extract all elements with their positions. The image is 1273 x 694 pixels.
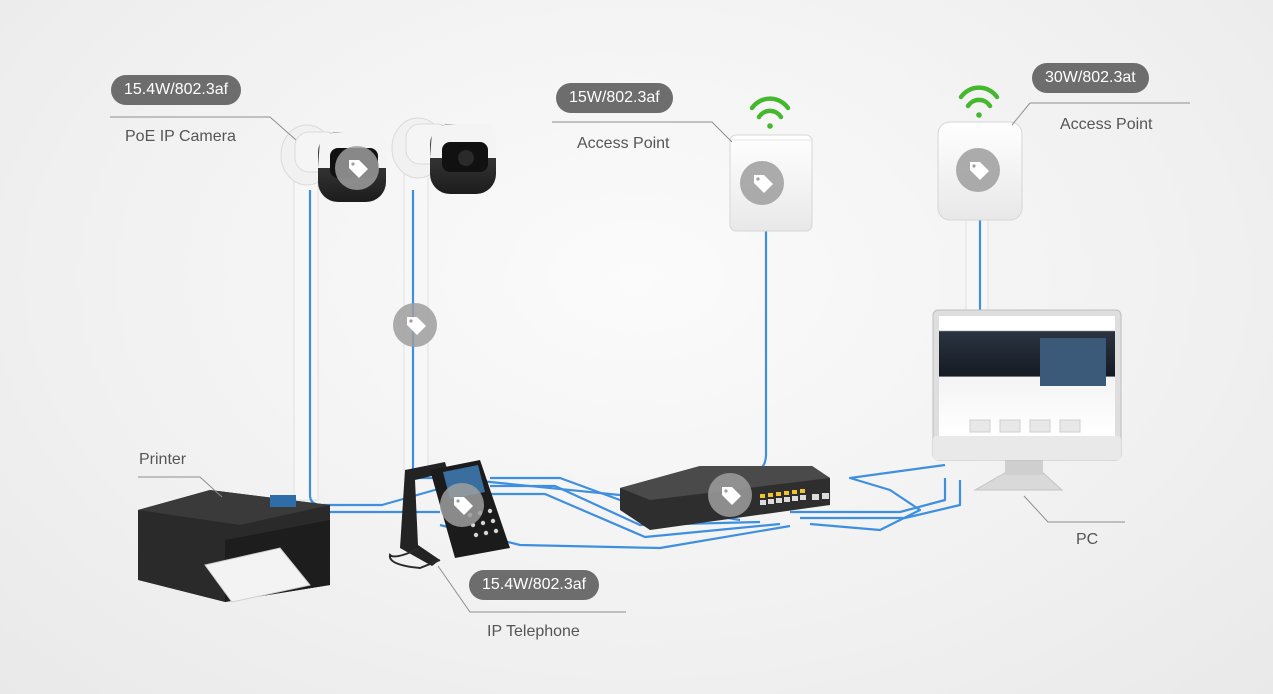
- tag-icon: [440, 483, 484, 527]
- phone-power-badge: 15.4W/802.3af: [469, 570, 600, 600]
- wifi-icon: [958, 85, 1000, 118]
- tag-icon: [740, 161, 784, 205]
- tag-icon: [956, 148, 1000, 192]
- wifi-icon: [749, 96, 791, 129]
- ap1-label: Access Point: [577, 135, 670, 152]
- ap2-power-badge: 30W/802.3at: [1032, 63, 1149, 93]
- tag-icon: [393, 303, 437, 347]
- tag-icon: [708, 473, 752, 517]
- ap2-label: Access Point: [1060, 116, 1153, 133]
- leader-lines: [110, 102, 1190, 613]
- pc-monitor: [932, 309, 1122, 491]
- printer: [138, 490, 330, 603]
- camera-label: PoE IP Camera: [125, 128, 236, 145]
- phone-label: IP Telephone: [487, 623, 580, 640]
- camera-power-badge: 15.4W/802.3af: [111, 75, 242, 105]
- ap1-power-badge: 15W/802.3af: [556, 83, 673, 113]
- printer-label: Printer: [139, 451, 187, 468]
- pc-label: PC: [1076, 531, 1099, 548]
- tag-icon: [335, 146, 379, 190]
- poe-ip-camera-2: [391, 117, 496, 194]
